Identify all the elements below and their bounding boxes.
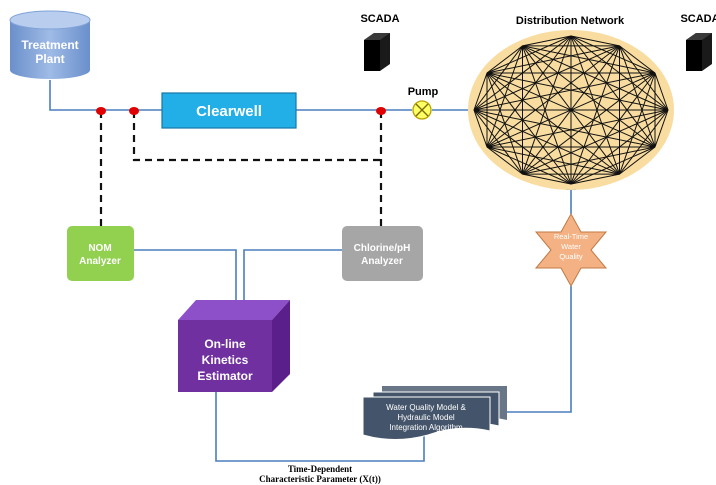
nom-analyzer-label-1: NOM (88, 243, 111, 254)
realtime-label-2: Water (561, 242, 581, 251)
scada-left: SCADA (360, 13, 400, 71)
clearwell-box: Clearwell (161, 92, 297, 129)
chlorine-to-kinetics-line (243, 249, 342, 300)
network-link (486, 45, 523, 148)
chlorine-analyzer-label-2: Analyzer (361, 256, 403, 267)
integration-algorithm-docs: Water Quality Model & Hydraulic Model In… (362, 386, 507, 440)
doc-to-star-line (507, 286, 572, 413)
network-link (654, 109, 669, 148)
network-link (473, 72, 656, 111)
chlorine-analyzer-label-1: Chlorine/pH (354, 243, 411, 254)
distribution-network-title: Distribution Network (516, 15, 625, 27)
network-link (522, 35, 572, 47)
treatment-plant: Treatment Plant (9, 10, 91, 79)
kinetics-label-1: On-line (204, 337, 246, 351)
network-link (473, 109, 656, 148)
sensor-lines (99, 111, 383, 226)
network-link (570, 35, 620, 175)
nom-analyzer-label-2: Analyzer (79, 256, 121, 267)
network-link (619, 45, 656, 74)
network-link (654, 72, 669, 111)
network-link (570, 45, 620, 185)
realtime-label-3: Quality (559, 252, 583, 261)
network-link (486, 72, 523, 175)
scada-right: SCADA (680, 13, 716, 71)
network-link (473, 109, 620, 175)
network-link (522, 45, 656, 74)
sensor-dots (96, 107, 386, 115)
network-link (473, 45, 523, 111)
network-link (486, 72, 669, 111)
star-icon (534, 212, 608, 288)
treatment-plant-label-2: Plant (35, 52, 64, 66)
network-link (522, 45, 572, 185)
network-link (522, 45, 656, 148)
sensor-dot (129, 107, 139, 115)
network-link (486, 146, 572, 185)
realtime-quality-star: Real-Time Water Quality (534, 212, 608, 288)
integration-label-2: Hydraulic Model (397, 413, 455, 422)
nom-analyzer: NOM Analyzer (67, 226, 134, 281)
integration-label-1: Water Quality Model & (386, 403, 466, 412)
network-link (486, 109, 669, 148)
realtime-label-1: Real-Time (554, 232, 588, 241)
network-link (486, 45, 620, 148)
kinetics-label-2: Kinetics (202, 353, 249, 367)
scada-right-label: SCADA (680, 13, 716, 25)
network-link (570, 35, 620, 47)
network-link (486, 146, 523, 175)
sensor-line-loop (132, 111, 380, 162)
time-param-label-1: Time-Dependent (288, 464, 352, 474)
network-link (619, 146, 656, 175)
sensor-dot (376, 107, 386, 115)
network-link (522, 45, 669, 111)
network-link (486, 72, 572, 185)
network-link (522, 72, 656, 175)
network-link (570, 173, 620, 185)
network-link (486, 45, 523, 74)
integration-label-3: Integration Algorithm (389, 423, 463, 432)
sensor-dot (96, 107, 106, 115)
time-param-label-2: Characteristic Parameter (X(t)) (259, 474, 381, 484)
network-link (473, 109, 523, 175)
network-link (486, 72, 620, 175)
distribution-network: Distribution Network (468, 15, 674, 190)
kinetics-estimator: On-line Kinetics Estimator (178, 300, 290, 392)
chlorine-analyzer: Chlorine/pH Analyzer (342, 226, 423, 281)
network-mesh (473, 35, 669, 185)
network-link (522, 45, 620, 175)
pump-label: Pump (408, 86, 439, 98)
treatment-plant-label-1: Treatment (21, 38, 78, 52)
network-link (473, 109, 488, 148)
clearwell-label: Clearwell (196, 103, 262, 120)
kinetics-label-3: Estimator (197, 369, 253, 383)
network-link (473, 72, 488, 111)
nom-to-kinetics-line (134, 249, 237, 300)
time-param-caption: Time-Dependent Characteristic Parameter … (259, 464, 381, 484)
network-link (522, 35, 572, 175)
flow-lines (49, 80, 576, 462)
plant-to-clearwell-line (49, 80, 162, 111)
pump: Pump (408, 86, 439, 120)
scada-left-label: SCADA (360, 13, 399, 25)
kinetics-to-time-param-line (215, 392, 425, 462)
network-link (522, 173, 572, 185)
